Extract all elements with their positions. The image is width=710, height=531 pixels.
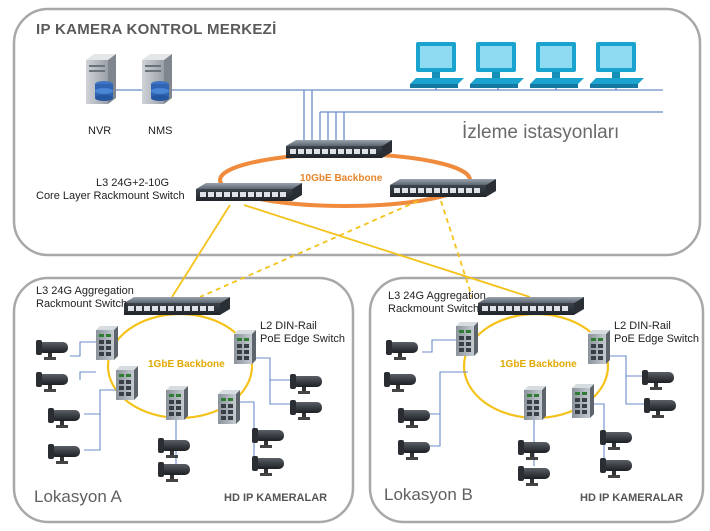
site-a-din-switch-icon	[234, 330, 256, 364]
site-b-agg-label-line1: L3 24G Aggregation	[388, 290, 486, 302]
nvr-label: NVR	[88, 125, 112, 137]
stations-label: İzleme istasyonları	[462, 122, 620, 143]
site-b-backbone-label: 1GbE Backbone	[500, 359, 577, 370]
site-a-agg-label-line1: L3 24G Aggregation	[36, 285, 134, 297]
site-a-din-switch-icon	[166, 386, 188, 420]
site-a-edge-label-line2: PoE Edge Switch	[260, 333, 345, 345]
core-backbone-label: 10GbE Backbone	[300, 173, 383, 184]
page-title: IP KAMERA KONTROL MERKEZİ	[36, 21, 277, 38]
core-switch-icon	[196, 183, 302, 201]
site-b-location-label: Lokasyon B	[384, 485, 473, 504]
control-center-frame	[12, 7, 702, 257]
core-switch-icon	[286, 140, 392, 158]
nms-label: NMS	[148, 125, 173, 137]
site-a-camera-cabling	[70, 341, 292, 464]
core-switch-label-line2: Core Layer Rackmount Switch	[36, 190, 185, 202]
site-a-cameras-label: HD IP KAMERALAR	[224, 492, 328, 504]
site-a-din-switch-icon	[218, 390, 240, 424]
workstation-icon	[410, 42, 464, 88]
site-b-din-switch-icon	[588, 330, 610, 364]
nvr-server-icon	[86, 54, 116, 104]
nms-server-icon	[142, 54, 172, 104]
site-b-din-switch-icon	[572, 384, 594, 418]
uplink-links	[171, 200, 531, 298]
site-b-edge-label-line2: PoE Edge Switch	[614, 333, 699, 345]
site-a-agg-label-line2: Rackmount Switch	[36, 298, 128, 310]
workstation-icon	[530, 42, 584, 88]
site-b-aggregation-switch-icon	[478, 297, 584, 315]
site-b-din-switch-icon	[456, 322, 478, 356]
site-a-backbone-label: 1GbE Backbone	[148, 359, 225, 370]
site-a-edge-label-line1: L2 DIN-Rail	[260, 320, 317, 332]
site-a-din-switch-icon	[96, 326, 118, 360]
site-b-agg-label-line2: Rackmount Switch	[388, 303, 480, 315]
core-switch-icon	[390, 179, 496, 197]
site-a-location-label: Lokasyon A	[34, 487, 122, 506]
workstation-icon	[590, 42, 644, 88]
site-b-din-switch-icon	[524, 386, 546, 420]
site-a-aggregation-switch-icon	[124, 297, 230, 315]
site-a-din-switch-icon	[116, 366, 138, 400]
site-b-cameras-label: HD IP KAMERALAR	[580, 492, 684, 504]
core-switch-label-line1: L3 24G+2-10G	[96, 177, 170, 189]
workstation-icon	[470, 42, 524, 88]
site-b-edge-label-line1: L2 DIN-Rail	[614, 320, 671, 332]
